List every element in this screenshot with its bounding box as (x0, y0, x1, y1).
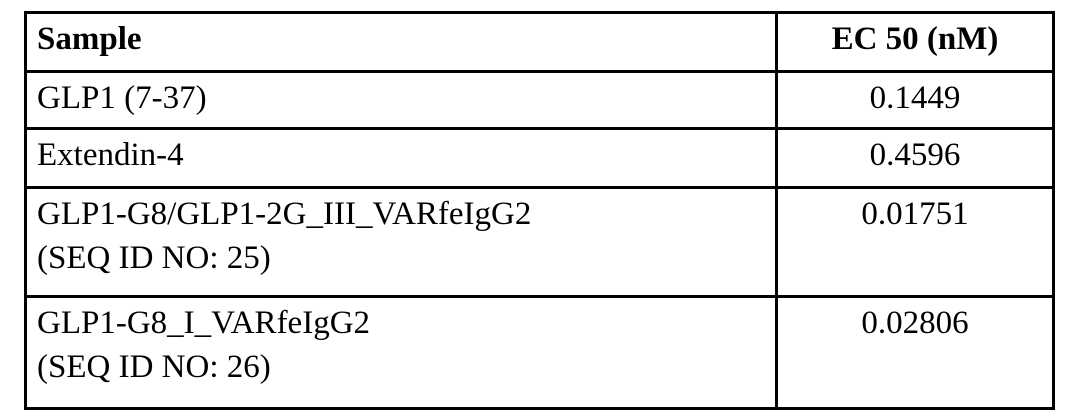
table-row: GLP1 (7-37) 0.1449 (24, 70, 1055, 130)
cell-ec50: 0.1449 (775, 70, 1055, 130)
table-header-row: Sample EC 50 (nM) (24, 11, 1055, 73)
sample-name-line1: GLP1 (7-37) (37, 80, 207, 116)
cell-ec50: 0.02806 (775, 295, 1055, 410)
sample-name: GLP1-G8_I_VARfeIgG2 (SEQ ID NO: 26) (27, 298, 775, 407)
ec50-value: 0.4596 (869, 137, 961, 173)
column-header-sample-label: Sample (37, 21, 142, 57)
column-header-ec50-label: EC 50 (nM) (831, 21, 999, 57)
cell-sample: Extendin-4 (24, 127, 778, 189)
cell-ec50: 0.01751 (775, 186, 1055, 298)
column-header-ec50: EC 50 (nM) (775, 11, 1055, 73)
sample-name-line2: (SEQ ID NO: 25) (37, 240, 271, 276)
ec50-value: 0.01751 (861, 196, 969, 232)
table-row: GLP1-G8/GLP1-2G_III_VARfeIgG2 (SEQ ID NO… (24, 186, 1055, 298)
sample-name: GLP1-G8/GLP1-2G_III_VARfeIgG2 (SEQ ID NO… (27, 189, 775, 295)
sample-name-line2: (SEQ ID NO: 26) (37, 349, 271, 385)
sample-name-line1: Extendin-4 (37, 137, 184, 173)
sample-name: Extendin-4 (27, 130, 775, 186)
cell-sample: GLP1 (7-37) (24, 70, 778, 130)
ec50-value: 0.02806 (861, 305, 969, 341)
cell-sample: GLP1-G8/GLP1-2G_III_VARfeIgG2 (SEQ ID NO… (24, 186, 778, 298)
cell-ec50: 0.4596 (775, 127, 1055, 189)
cell-sample: GLP1-G8_I_VARfeIgG2 (SEQ ID NO: 26) (24, 295, 778, 410)
table-row: Extendin-4 0.4596 (24, 127, 1055, 189)
ec50-value: 0.1449 (869, 80, 961, 116)
table-row: GLP1-G8_I_VARfeIgG2 (SEQ ID NO: 26) 0.02… (24, 295, 1055, 410)
sample-name-line1: GLP1-G8/GLP1-2G_III_VARfeIgG2 (37, 196, 532, 232)
sample-name-line1: GLP1-G8_I_VARfeIgG2 (37, 305, 371, 341)
column-header-sample: Sample (24, 11, 778, 73)
ec50-results-table: Sample EC 50 (nM) GLP1 (7-37) 0.1449 Ext… (24, 11, 1055, 410)
sample-name: GLP1 (7-37) (27, 73, 775, 127)
